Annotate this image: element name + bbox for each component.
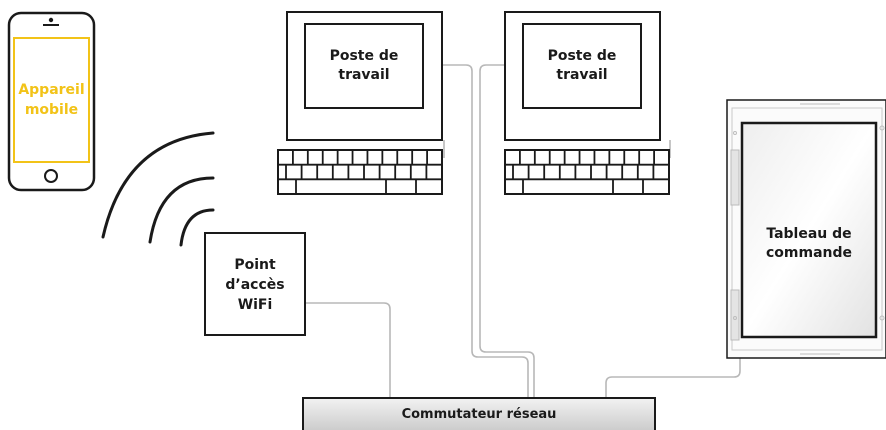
workstation-2-label: Poste de travail [547,48,617,83]
cables [305,64,741,398]
wifi-ap-label: Point d’accès WiFi [225,257,285,313]
mobile-phone [7,11,96,192]
switch-label: Commutateur réseau [401,407,557,422]
panel-left-bracket [730,289,740,341]
panel-screen [740,121,878,339]
monitor-screen [304,23,424,109]
cable-workstation-1 [442,64,529,398]
cable-control-panel [605,358,741,398]
wifi-signal-icon [101,131,215,247]
workstation-2 [504,11,670,195]
control-panel-label: Tableau de commande [765,226,853,261]
panel-inner-frame [731,107,883,351]
mobile-device-label: Appareil mobile [18,82,85,118]
monitor-screen [522,23,642,109]
workstation-1-label: Poste de travail [329,48,399,83]
workstation-1 [277,11,443,195]
phone-speaker-icon [43,17,59,26]
keyboard-icon [277,149,443,195]
keyboard-icon [504,149,670,195]
wifi-ap-box [204,232,306,336]
phone-screen [13,37,90,163]
cable-wifi-ap [305,302,391,398]
panel-screws [733,103,885,355]
control-panel [726,99,886,359]
switch-box [302,397,656,430]
home-button-icon [44,169,58,183]
panel-left-bracket [730,149,740,206]
cable-workstation-2 [479,64,535,398]
